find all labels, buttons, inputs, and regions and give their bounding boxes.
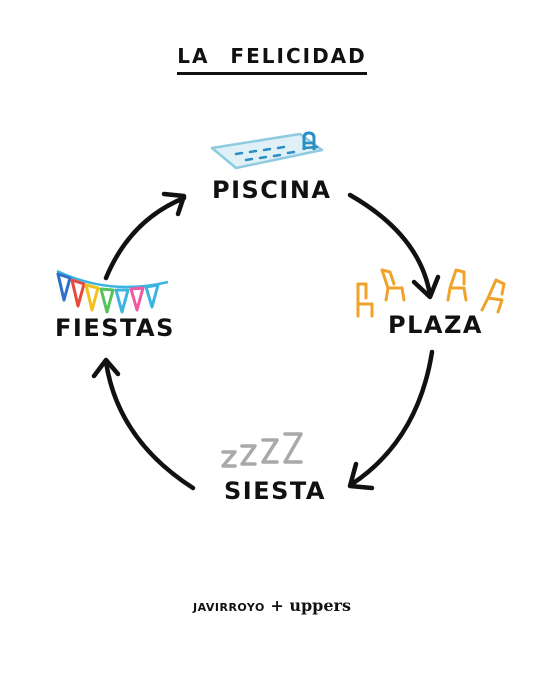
footer-publisher: uppers bbox=[289, 596, 351, 615]
footer-author: JAVIRROYO bbox=[193, 601, 265, 614]
bunting-icon bbox=[56, 269, 169, 314]
arrow-plaza-to-siesta bbox=[347, 349, 435, 491]
sleep-icon bbox=[221, 432, 303, 468]
cycle-arrows bbox=[91, 191, 441, 491]
chairs-icon bbox=[356, 268, 506, 318]
chair-1 bbox=[356, 282, 374, 318]
arrow-piscina-to-plaza bbox=[347, 192, 441, 300]
diagram-title: LA FELICIDAD bbox=[0, 44, 544, 75]
pool-icon bbox=[210, 131, 324, 170]
stage-label-piscina: PISCINA bbox=[212, 176, 332, 204]
arrow-siesta-to-fiestas bbox=[91, 357, 196, 491]
chair-4 bbox=[480, 278, 506, 314]
chair-2 bbox=[380, 268, 406, 302]
arrow-fiestas-to-piscina bbox=[103, 191, 187, 281]
footer-credits: JAVIRROYO + uppers bbox=[0, 596, 544, 615]
chair-3 bbox=[446, 268, 468, 302]
stage-label-plaza: PLAZA bbox=[388, 311, 483, 339]
footer-separator: + bbox=[264, 596, 290, 615]
stage-label-siesta: SIESTA bbox=[224, 477, 326, 505]
stage-label-fiestas: FIESTAS bbox=[55, 314, 175, 342]
diagram-title-text: LA FELICIDAD bbox=[177, 44, 367, 75]
